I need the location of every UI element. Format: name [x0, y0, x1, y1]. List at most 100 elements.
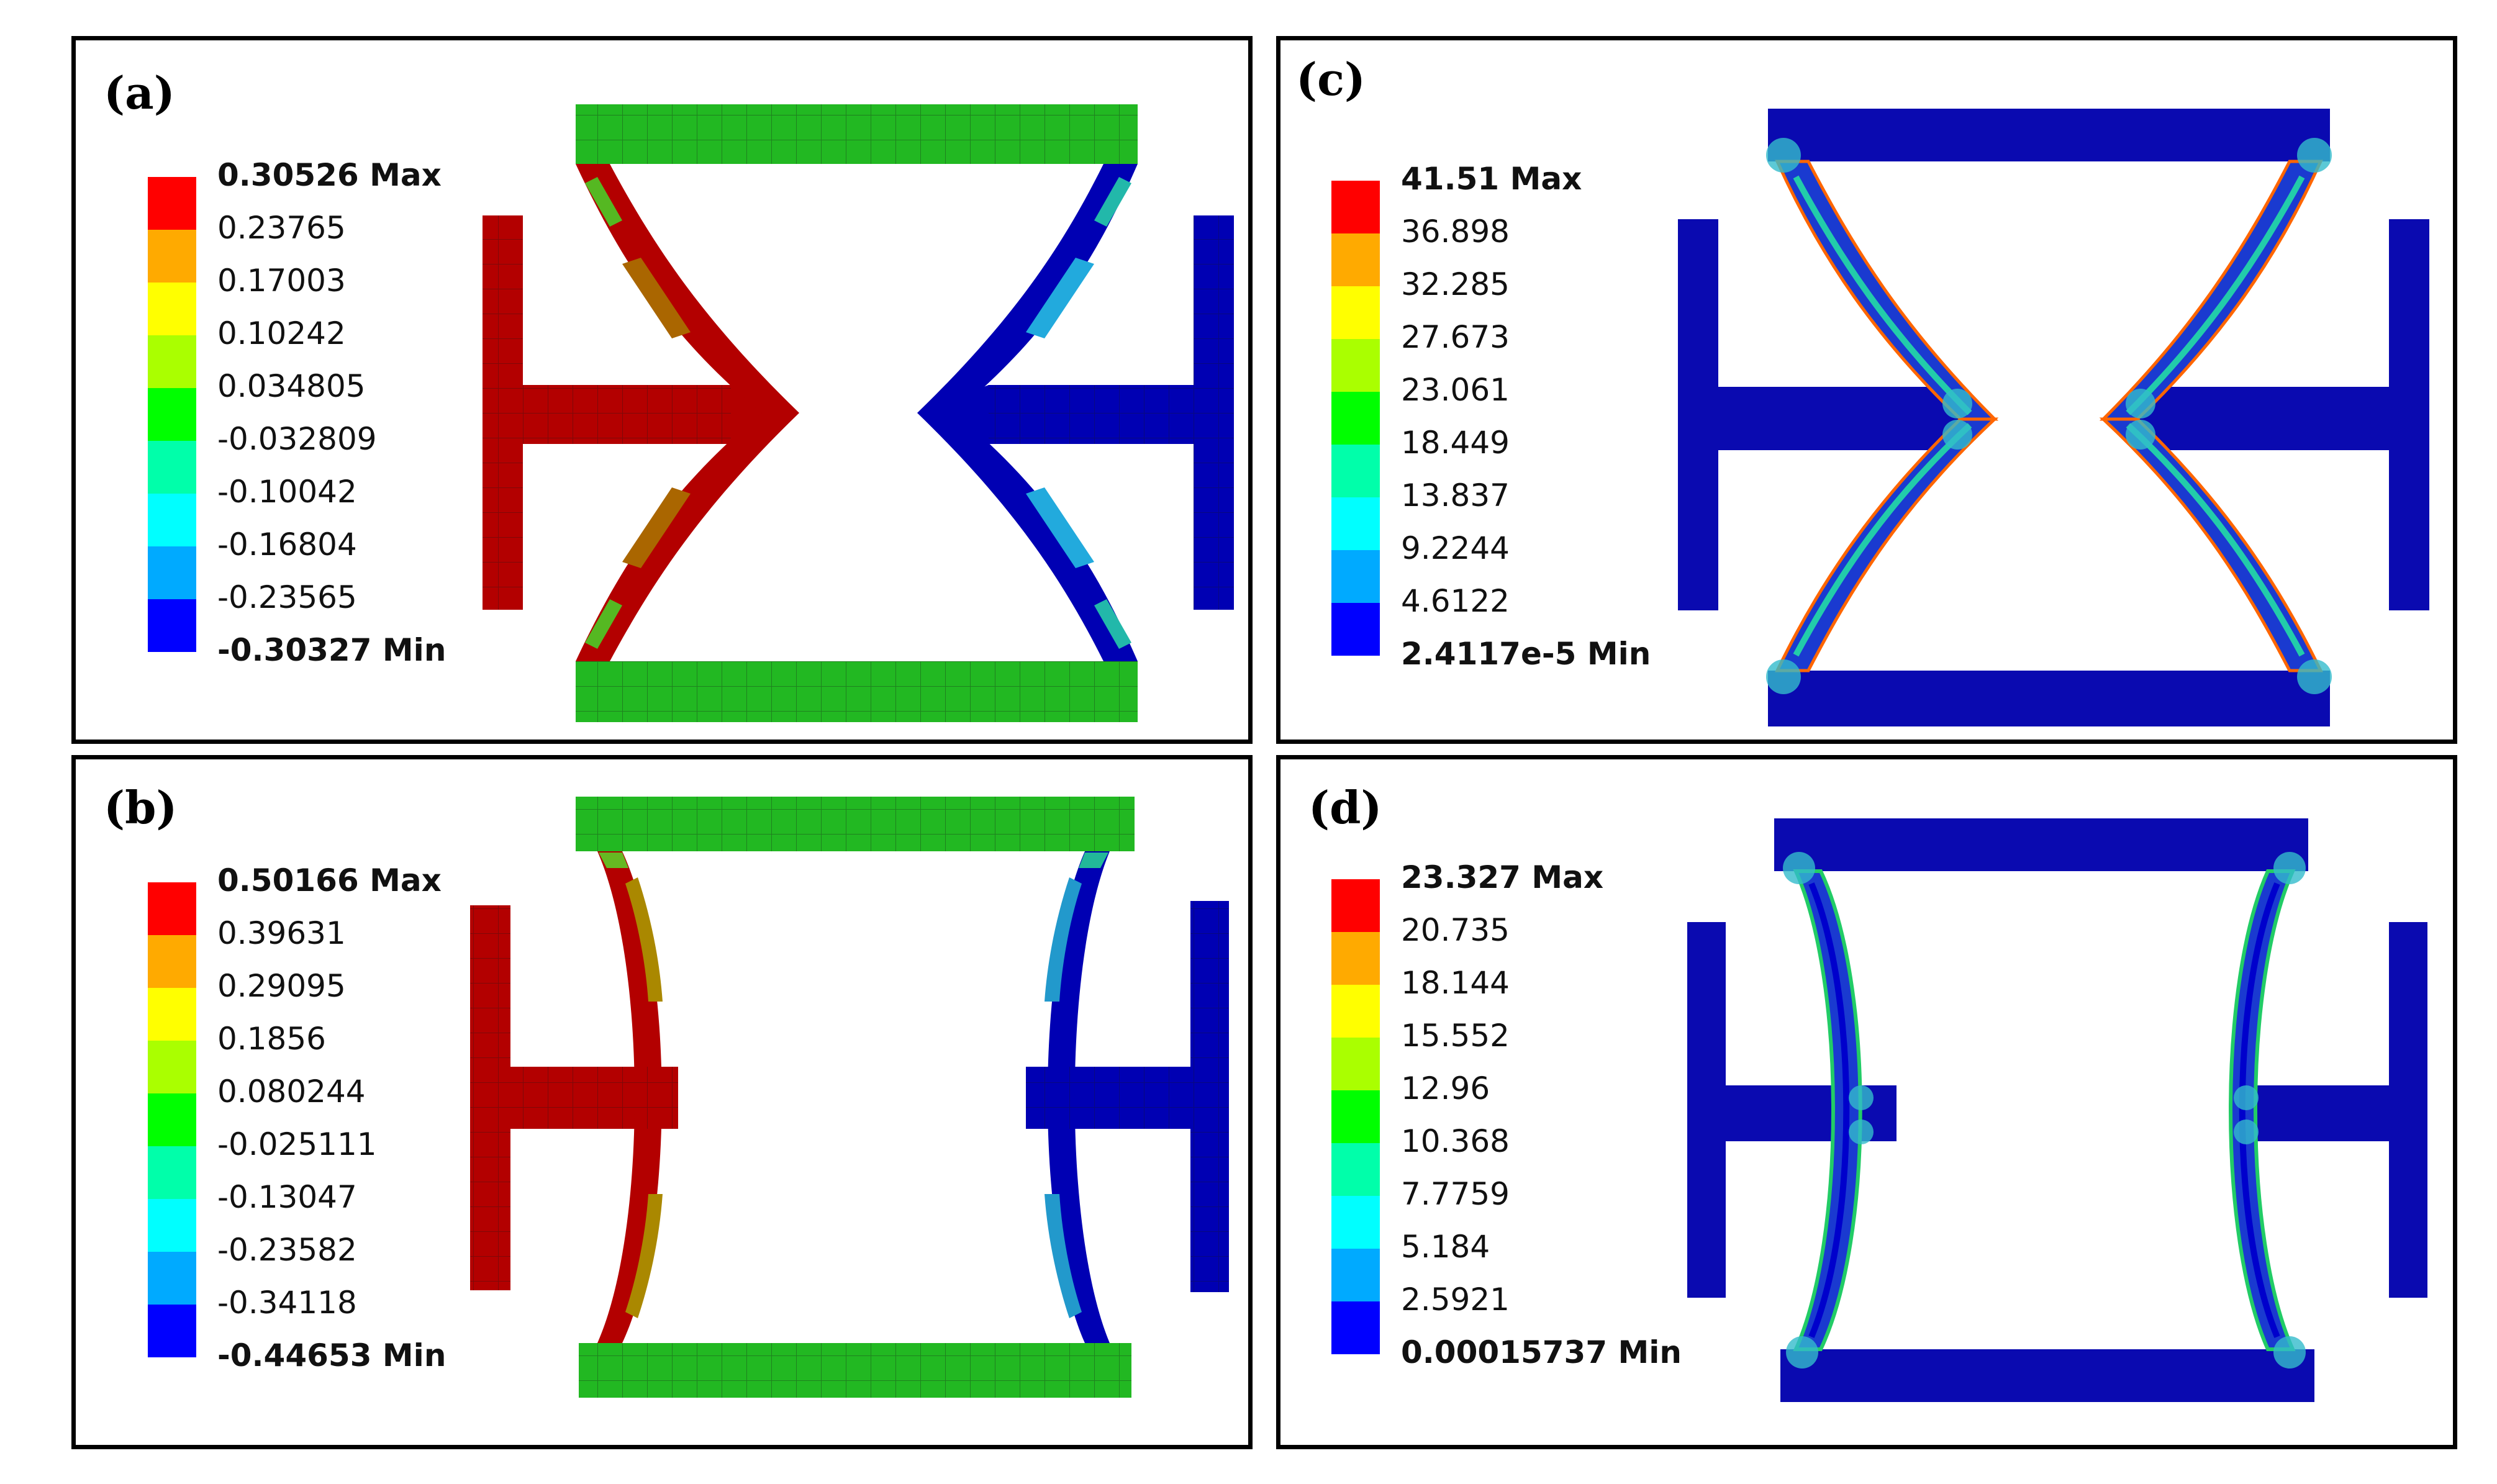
legend-tick-label: 20.735 — [1401, 912, 1510, 948]
legend-swatch — [1331, 445, 1380, 497]
right-lower-strut — [2099, 417, 2323, 672]
panel-a: (a) 0.30526 Max 0.23765 0.17003 0.10242 … — [71, 36, 1253, 744]
right-t-arm — [2240, 1085, 2389, 1141]
legend-swatch — [1331, 1038, 1380, 1090]
legend-tick-label: -0.025111 — [217, 1126, 377, 1162]
legend-tick-label: 7.7759 — [1401, 1176, 1510, 1212]
legend-tick-label: -0.23582 — [217, 1232, 357, 1268]
right-curved-strut — [1048, 851, 1110, 1343]
legend-swatch — [148, 1305, 196, 1357]
legend-tick-label: 27.673 — [1401, 319, 1510, 355]
legend-max-label: 0.50166 Max — [217, 862, 442, 898]
legend-tick-label: 15.552 — [1401, 1018, 1510, 1054]
legend-swatch — [148, 1146, 196, 1199]
legend-swatch — [1331, 550, 1380, 603]
legend-swatch — [1331, 1301, 1380, 1354]
legend-swatch — [1331, 1249, 1380, 1301]
legend-swatch — [148, 1093, 196, 1146]
legend-swatch — [1331, 339, 1380, 392]
legend-tick-label: 2.5921 — [1401, 1282, 1510, 1318]
left-t-flange — [1678, 219, 1718, 610]
right-curved-strut — [2229, 869, 2296, 1351]
legend-tick-label: 13.837 — [1401, 477, 1510, 514]
bottom-bar — [1780, 1349, 2314, 1402]
left-t-flange — [1687, 922, 1726, 1298]
right-upper-strut — [917, 164, 1138, 413]
bottom-bar — [1768, 671, 2330, 726]
legend-tick-label: 18.449 — [1401, 425, 1510, 461]
legend-min-label: 0.00015737 Min — [1401, 1334, 1682, 1370]
left-lower-strut — [576, 413, 799, 661]
fea-mesh-plot — [483, 104, 1234, 722]
panel-b: (b) 0.50166 Max 0.39631 0.29095 0.1856 0… — [71, 755, 1253, 1449]
panel-label: (d) — [1308, 781, 1382, 834]
legend-swatch — [148, 988, 196, 1041]
legend-tick-label: 0.39631 — [217, 915, 346, 951]
fea-mesh-plot — [470, 797, 1229, 1398]
fea-stress-plot — [1687, 818, 2427, 1402]
legend-tick-label: -0.16804 — [217, 527, 357, 563]
legend-tick-label: 23.061 — [1401, 372, 1510, 408]
legend-tick-label: 4.6122 — [1401, 583, 1510, 619]
right-t-flange — [2389, 219, 2429, 610]
left-lower-strut — [1775, 417, 1999, 672]
legend-swatch — [148, 1041, 196, 1093]
legend-swatch — [1331, 233, 1380, 286]
legend-swatch — [1331, 985, 1380, 1038]
legend-tick-label: 0.23765 — [217, 210, 346, 246]
legend-swatch — [1331, 1090, 1380, 1143]
legend-tick-label: 10.368 — [1401, 1123, 1510, 1159]
legend-swatch — [1331, 603, 1380, 656]
legend-max-label: 0.30526 Max — [217, 157, 442, 193]
legend-swatch — [1331, 181, 1380, 233]
top-bar — [1774, 818, 2308, 871]
legend-tick-label: 0.17003 — [217, 263, 346, 299]
legend-swatch — [148, 599, 196, 652]
panel-c: (c) 41.51 Max 36.898 32.285 27.673 23.06… — [1276, 36, 2457, 744]
left-t-arm — [1718, 387, 1995, 450]
legend-swatch — [1331, 1196, 1380, 1249]
legend-tick-label: 18.144 — [1401, 965, 1510, 1001]
legend-tick-label: 0.080244 — [217, 1074, 366, 1110]
legend-tick-label: 36.898 — [1401, 214, 1510, 250]
legend-tick-label: -0.34118 — [217, 1285, 357, 1321]
legend-swatch — [148, 494, 196, 546]
legend-tick-label: -0.13047 — [217, 1179, 357, 1215]
legend-swatch — [148, 546, 196, 599]
legend-tick-label: 0.10242 — [217, 315, 346, 351]
right-t-flange — [2389, 922, 2427, 1298]
legend-swatch — [1331, 1143, 1380, 1196]
legend-min-label: 2.4117e-5 Min — [1401, 636, 1651, 672]
fea-stress-plot — [1678, 109, 2429, 726]
legend-min-label: -0.30327 Min — [217, 632, 446, 668]
legend-tick-label: -0.23565 — [217, 579, 357, 615]
legend-swatch — [148, 1199, 196, 1252]
right-lower-strut — [917, 413, 1138, 661]
legend-tick-label: 32.285 — [1401, 266, 1510, 302]
legend-swatch — [148, 388, 196, 441]
legend-swatch — [1331, 392, 1380, 445]
legend-max-label: 41.51 Max — [1401, 161, 1582, 197]
panel-d: (d) 23.327 Max 20.735 18.144 15.552 12.9… — [1276, 755, 2457, 1449]
left-curved-strut — [1793, 869, 1862, 1351]
legend-swatch — [148, 1252, 196, 1305]
legend-tick-label: 9.2244 — [1401, 530, 1510, 566]
panel-label: (b) — [104, 781, 178, 834]
legend-swatch — [148, 935, 196, 988]
legend-swatch — [148, 441, 196, 494]
left-upper-strut — [576, 164, 799, 413]
legend-swatch — [148, 882, 196, 935]
legend-swatch — [148, 230, 196, 283]
legend-swatch — [1331, 286, 1380, 339]
legend-tick-label: 0.1856 — [217, 1021, 326, 1057]
legend-swatch — [1331, 879, 1380, 932]
panel-label: (a) — [104, 66, 175, 119]
legend-tick-label: 5.184 — [1401, 1229, 1490, 1265]
legend-swatch — [1331, 497, 1380, 550]
legend-tick-label: 12.96 — [1401, 1070, 1490, 1106]
legend-swatch — [148, 335, 196, 388]
top-bar — [1768, 109, 2330, 161]
legend-max-label: 23.327 Max — [1401, 859, 1604, 895]
legend-min-label: -0.44653 Min — [217, 1337, 446, 1373]
right-t-arm — [2103, 387, 2389, 450]
